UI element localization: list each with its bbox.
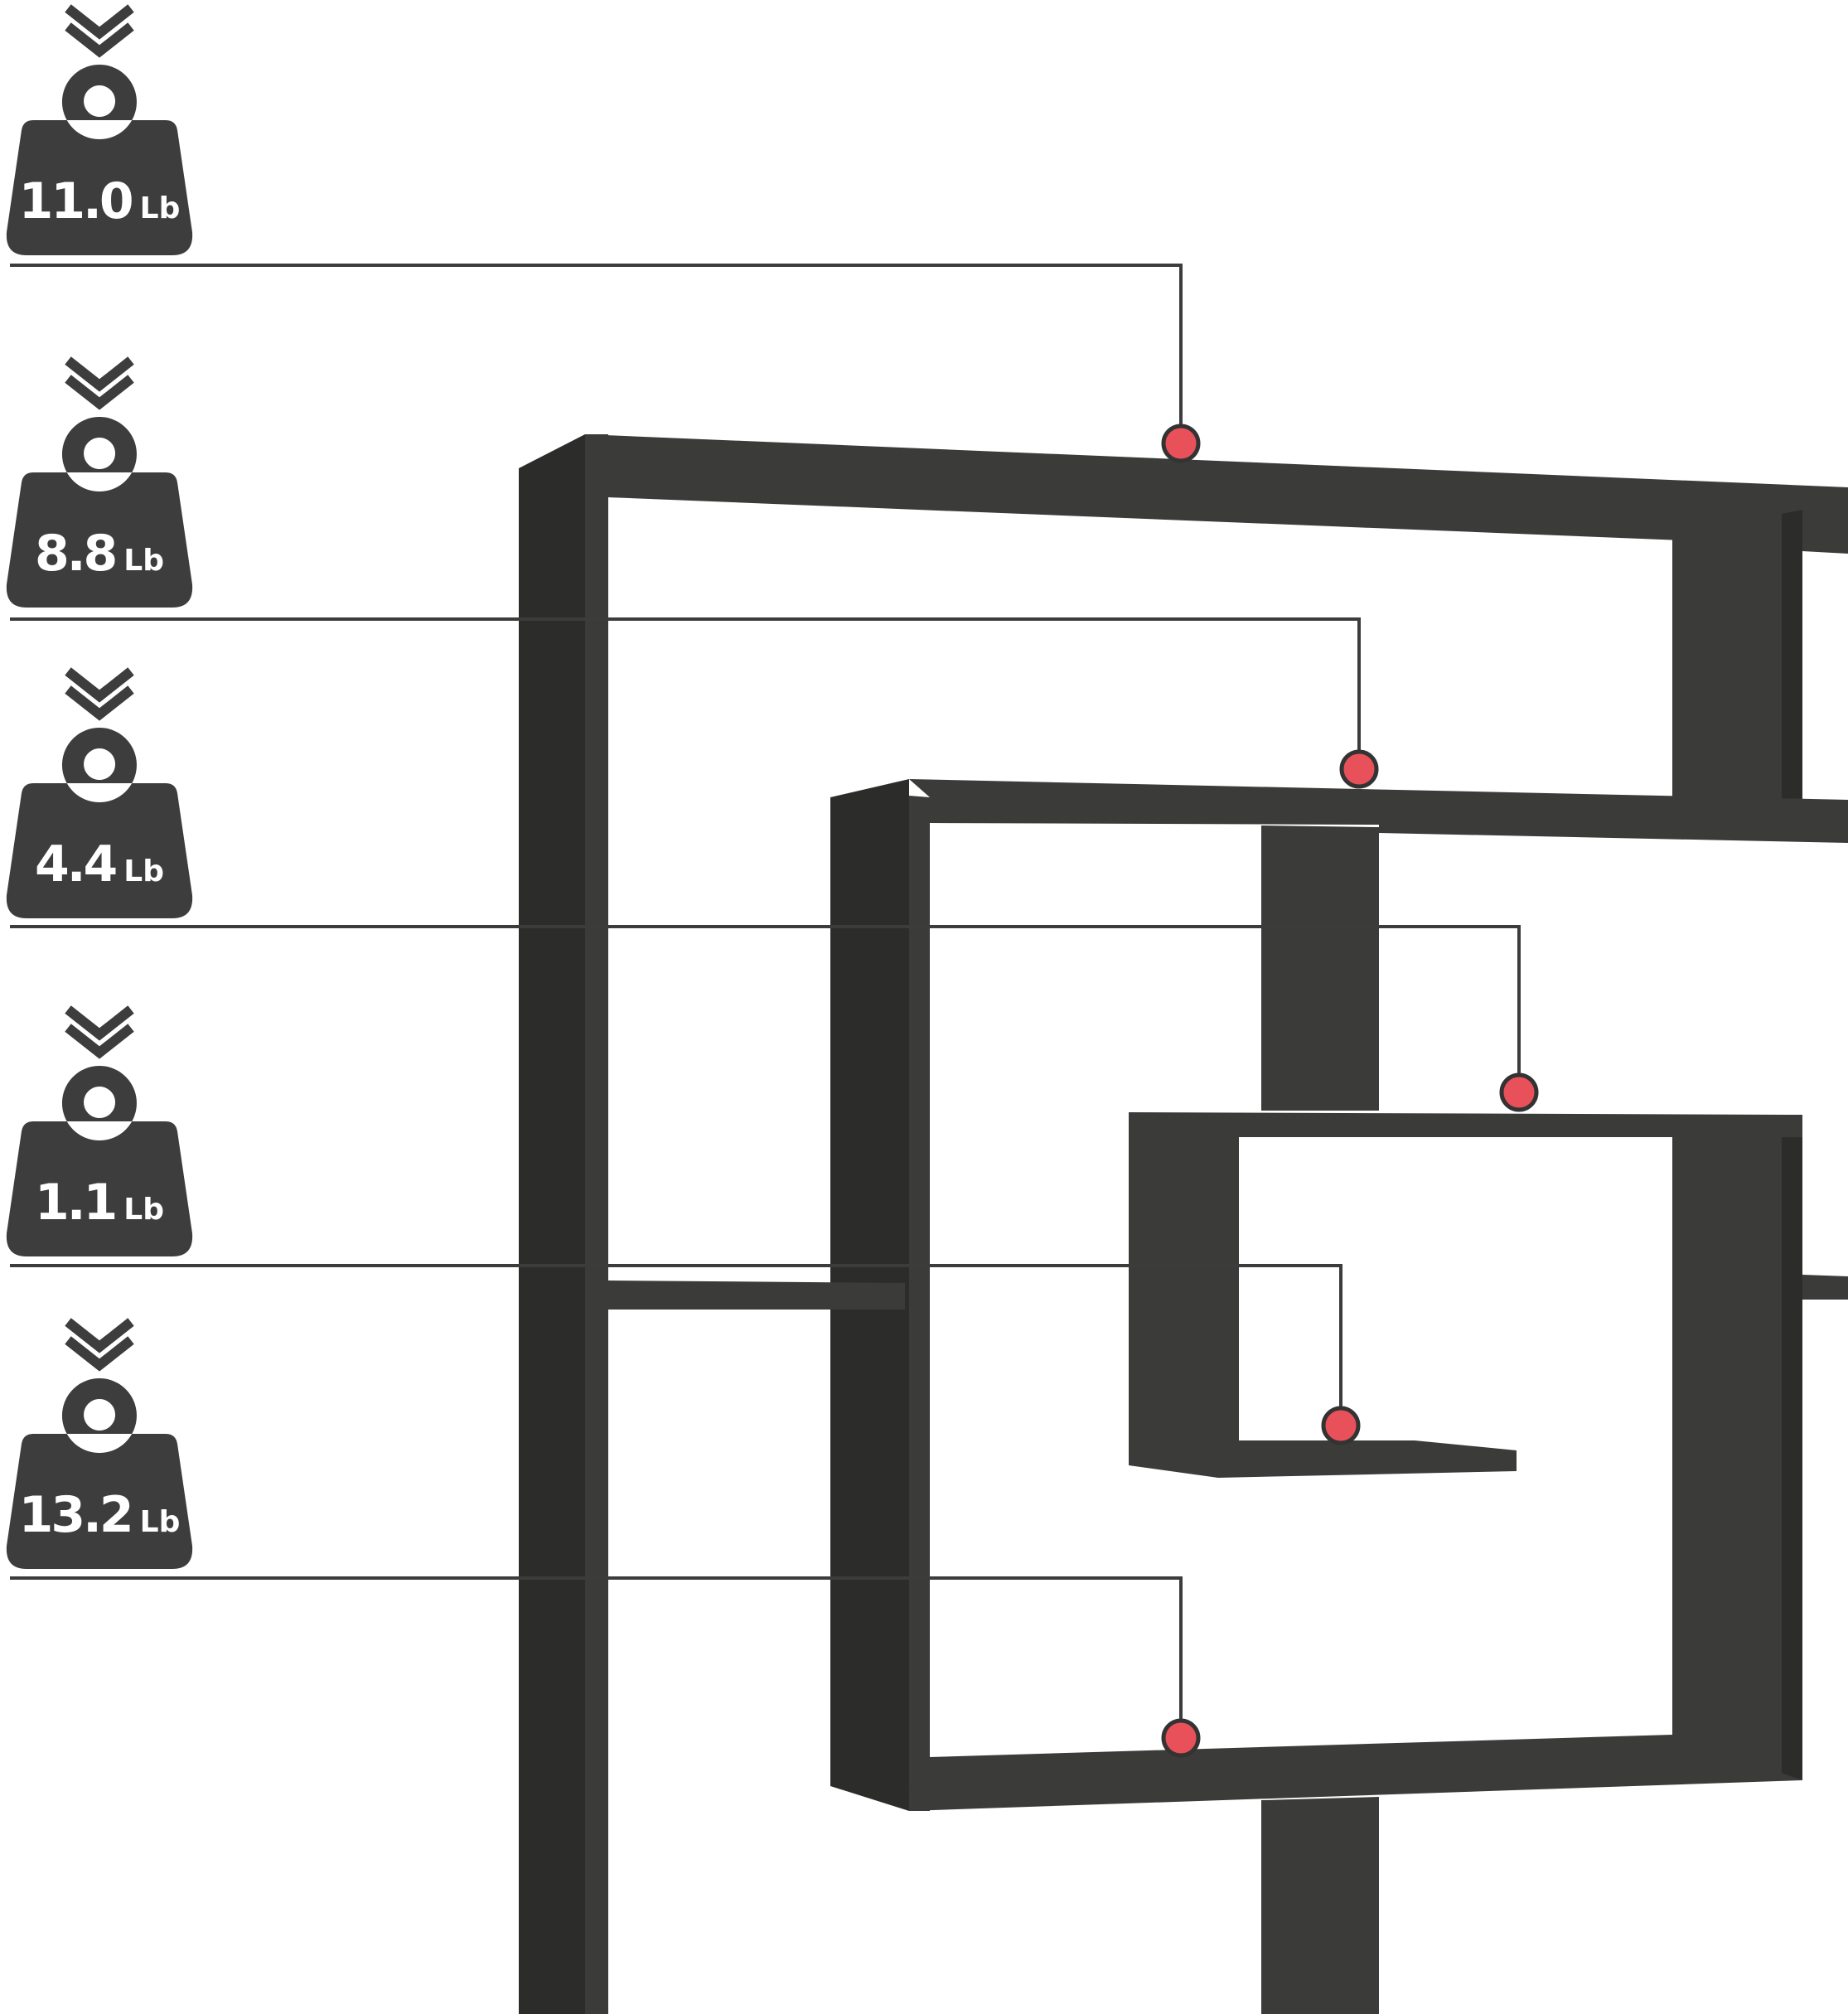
load-marker: [1321, 1406, 1361, 1445]
weight-unit: Lb: [123, 544, 164, 578]
weight-number: 13.2: [19, 1486, 132, 1544]
weight-number: 1.1: [35, 1174, 115, 1232]
leader-line-1: [10, 264, 1183, 443]
leader-lines: [10, 264, 1521, 1738]
weight-unit: Lb: [123, 854, 164, 888]
weight-icon: [6, 1378, 193, 1569]
leader-line-3: [10, 925, 1521, 1092]
double-chevron-down-icon: [65, 1005, 134, 1059]
double-chevron-down-icon: [65, 356, 134, 410]
shelf-left-post-face: [585, 434, 608, 2014]
middle-left-post-face: [909, 796, 930, 1811]
bottom-shelf: [909, 1735, 1802, 1811]
weight-icon: [6, 1066, 193, 1256]
double-chevron-down-icon: [65, 1318, 134, 1372]
inner-box-right: [1672, 1137, 1802, 1780]
load-marker: [1161, 1718, 1201, 1758]
bottom-post: [1261, 1797, 1379, 2014]
middle-shelf: [909, 779, 1848, 843]
weight-unit: Lb: [123, 1193, 164, 1227]
weight-unit: Lb: [140, 191, 181, 225]
leader-line-2: [10, 617, 1361, 769]
weight-icon: [6, 417, 193, 608]
weight-icon: [6, 65, 193, 255]
double-chevron-down-icon: [65, 4, 134, 58]
top-right-divider: [1672, 514, 1802, 800]
weight-number: 4.4: [35, 835, 116, 893]
left-short-shelf: [608, 1281, 905, 1310]
bookshelf: [519, 434, 1848, 2014]
leader-line-5: [10, 1576, 1183, 1738]
top-shelf-board: [585, 434, 1848, 549]
weight-number: 11.0: [19, 172, 132, 230]
right-short-shelf: [1802, 1275, 1848, 1300]
weight-icon: [6, 728, 193, 918]
load-marker: [1339, 749, 1379, 789]
double-chevron-down-icon: [65, 667, 134, 721]
top-right-divider-edge: [1782, 510, 1802, 800]
load-marker: [1161, 424, 1201, 463]
middle-divider: [1261, 825, 1379, 1111]
weight-unit: Lb: [140, 1505, 181, 1539]
load-marker: [1499, 1072, 1539, 1112]
shelf-left-post: [519, 434, 585, 2014]
inner-box-right-edge: [1782, 1137, 1802, 1780]
inner-small-shelf: [1129, 1440, 1517, 1478]
leader-line-4: [10, 1264, 1342, 1426]
weight-number: 8.8: [35, 525, 116, 583]
inner-box-top: [1129, 1112, 1802, 1463]
load-markers: [1161, 424, 1539, 1758]
right-stub-top: [1802, 543, 1848, 554]
